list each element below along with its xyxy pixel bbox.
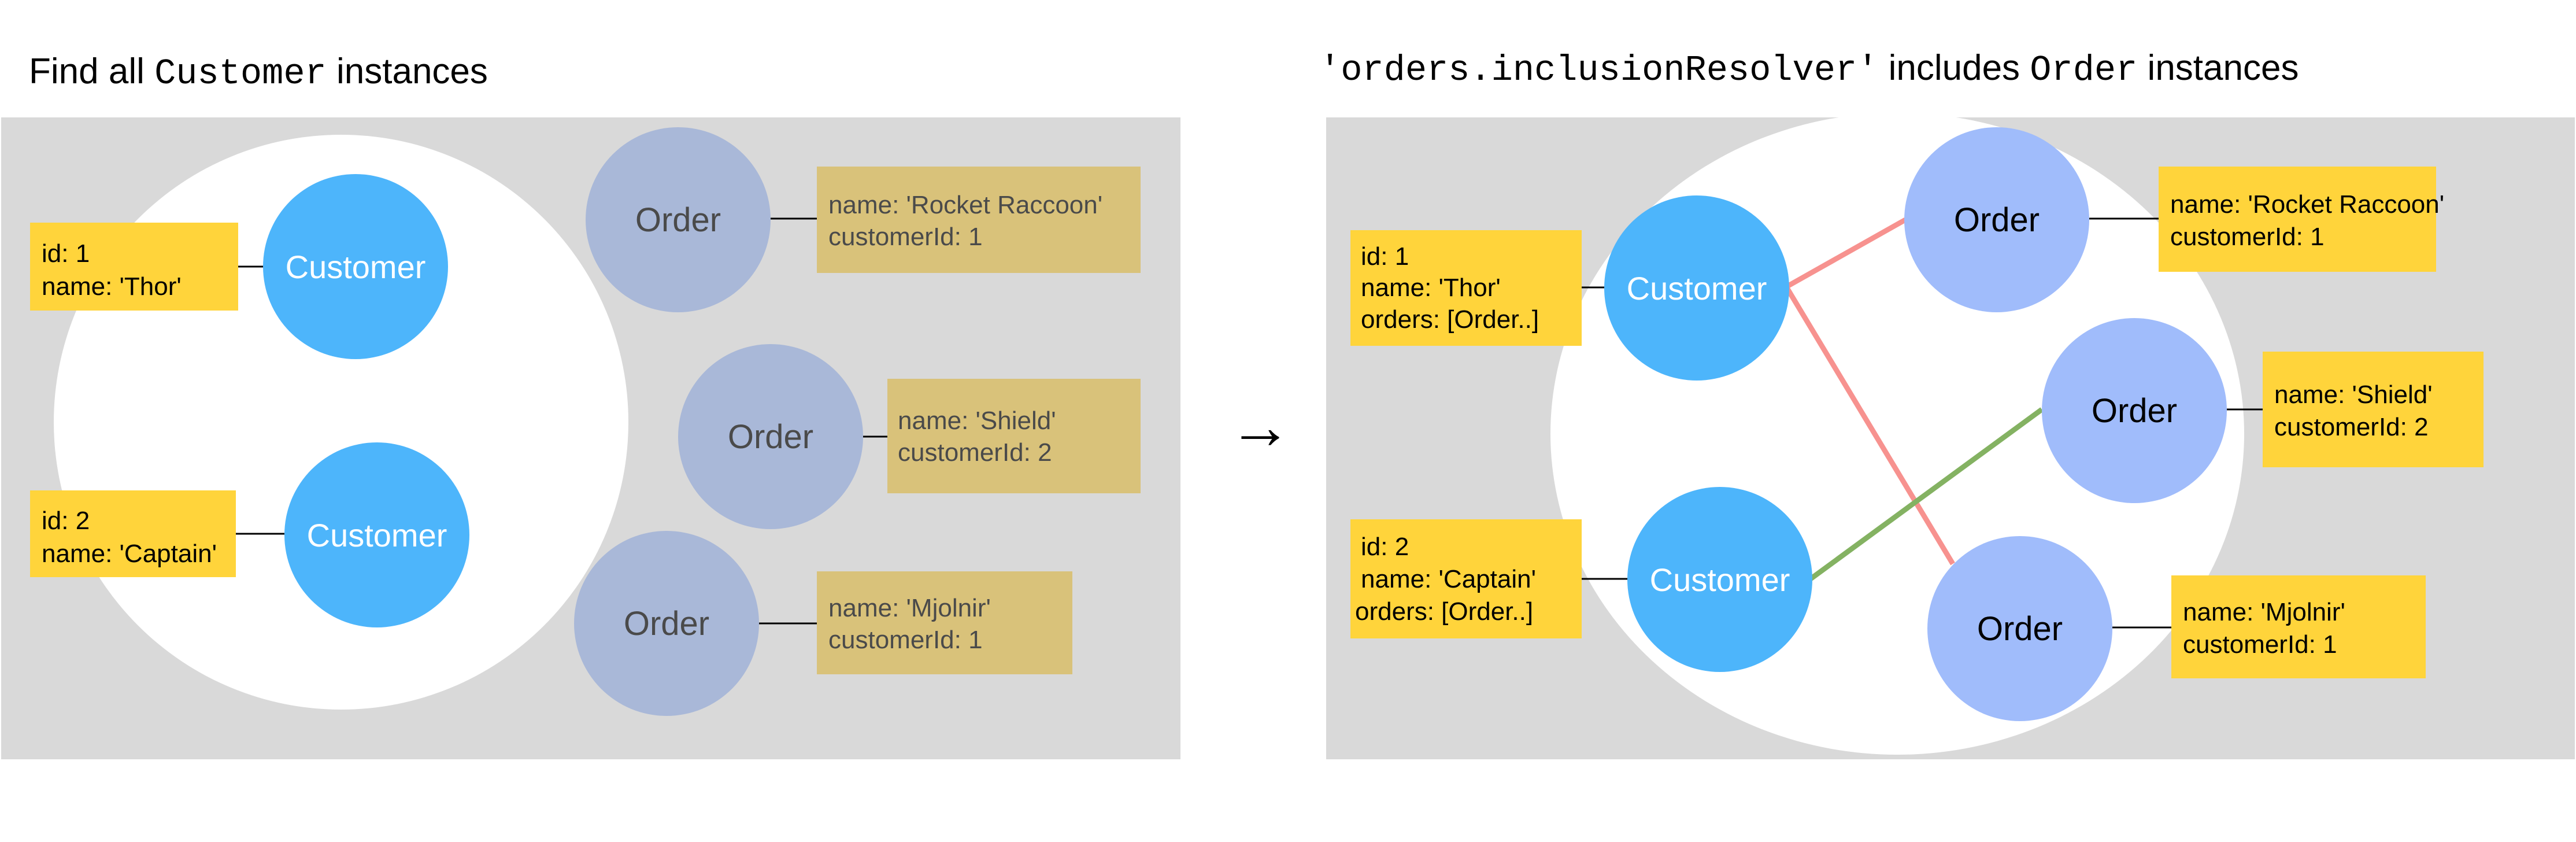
customer-node: [263, 174, 448, 359]
order-info-line: customerId: 1: [2170, 223, 2325, 251]
order-node: [574, 531, 759, 716]
transition-arrow: →: [1228, 391, 1292, 462]
customer-node-label: Customer: [307, 517, 447, 553]
order-info-line: name: 'Shield': [2274, 381, 2433, 409]
left-panel-title: Find all Customer instances: [29, 51, 488, 94]
customer-node-label: Customer: [1627, 270, 1767, 306]
order-info-box: [2263, 352, 2484, 467]
customer-info-line: id: 2: [42, 507, 90, 535]
right-title-suffix: instances: [2137, 48, 2299, 88]
order-info-line: name: 'Mjolnir': [2183, 598, 2345, 626]
customer-info-box: [30, 490, 236, 577]
order-info-line: customerId: 1: [2183, 630, 2337, 659]
relation-link-customer2-order2: [1809, 407, 2044, 581]
relation-link-customer1-order1: [1785, 217, 1907, 289]
customer-info-line: name: 'Captain': [1361, 565, 1536, 593]
order-info-box: [887, 379, 1141, 493]
order-info-line: customerId: 1: [828, 223, 983, 251]
customer-info-line: id: 2: [1361, 533, 1409, 561]
order-node: [1927, 536, 2112, 721]
right-title-code-order: Order: [2030, 50, 2138, 91]
order-node-label: Order: [1954, 201, 2040, 239]
order-node: [678, 344, 863, 529]
customer-info-line: name: 'Thor': [42, 272, 182, 301]
customer-info-box: [30, 223, 238, 311]
customer-node-label: Customer: [1650, 562, 1790, 598]
customer-info-line: id: 1: [1361, 242, 1409, 271]
customer-info-box: [1350, 519, 1582, 638]
relation-link-customer1-order3: [1784, 285, 1955, 566]
order-node: [586, 127, 771, 312]
customer-node: [1627, 487, 1812, 672]
customer-info-line: id: 1: [42, 239, 90, 268]
order-node-label: Order: [635, 201, 721, 239]
customer-info-line: name: 'Captain': [42, 540, 217, 568]
order-info-line: customerId: 2: [898, 438, 1052, 467]
order-node-label: Order: [2092, 392, 2177, 430]
left-title-code: Customer: [154, 53, 327, 94]
customer-info-line: orders: [Order..]: [1355, 597, 1533, 626]
order-info-line: name: 'Rocket Raccoon': [828, 191, 1102, 219]
order-node-label: Order: [624, 605, 709, 642]
right-title-code-resolver: 'orders.inclusionResolver': [1319, 50, 1879, 91]
order-node-label: Order: [728, 418, 813, 456]
left-panel: id: 1 name: 'Thor' Customer id: 2 name: …: [1, 117, 1180, 759]
order-info-line: name: 'Mjolnir': [828, 594, 991, 622]
order-info-line: name: 'Rocket Raccoon': [2170, 190, 2444, 219]
order-info-line: customerId: 1: [828, 626, 983, 654]
customer-node: [1604, 195, 1789, 381]
right-title-middle: includes: [1878, 48, 2030, 88]
order-info-box: [817, 571, 1072, 674]
right-panel: id: 1 name: 'Thor' orders: [Order..] Cus…: [1326, 117, 2575, 759]
customer-info-line: orders: [Order..]: [1361, 305, 1539, 334]
order-info-line: customerId: 2: [2274, 413, 2429, 441]
order-node: [1904, 127, 2089, 312]
order-node-label: Order: [1977, 610, 2063, 648]
customer-info-line: name: 'Thor': [1361, 274, 1501, 302]
order-node: [2042, 318, 2227, 503]
left-title-suffix: instances: [326, 51, 488, 91]
customer-node-label: Customer: [286, 249, 426, 285]
right-panel-title: 'orders.inclusionResolver' includes Orde…: [1319, 47, 2299, 91]
arrow-glyph: →: [1228, 391, 1292, 462]
order-info-box: [2171, 575, 2426, 678]
customer-node: [284, 442, 469, 627]
order-info-line: name: 'Shield': [898, 407, 1056, 435]
order-info-box: [2159, 167, 2436, 272]
left-title-prefix: Find all: [29, 51, 155, 91]
customer-info-box: [1350, 230, 1582, 346]
order-info-box: [817, 167, 1141, 273]
